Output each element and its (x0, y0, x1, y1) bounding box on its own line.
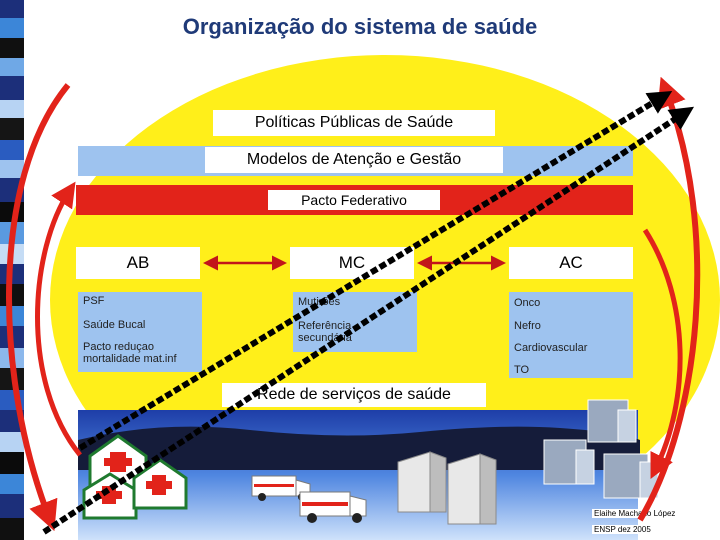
decor-square (0, 432, 24, 452)
decor-square (0, 76, 24, 100)
decor-square (0, 0, 24, 18)
page-title: Organização do sistema de saúde (182, 14, 538, 39)
modelos-label: Modelos de Atenção e Gestão (205, 147, 503, 173)
health-unit-icon (132, 458, 188, 510)
right-curved-arrow-outer (637, 76, 701, 522)
skyline-silhouette (78, 426, 640, 470)
ac-item: Onco (514, 297, 541, 309)
decor-square (0, 140, 24, 160)
level-mc: MC (290, 247, 414, 279)
decor-square (0, 38, 24, 58)
ab-item: PSF (83, 295, 105, 307)
diagonal-dotted-arrow-short (78, 91, 673, 451)
decor-square (0, 118, 24, 140)
level-ac: AC (509, 247, 633, 279)
ac-item: TO (514, 364, 530, 376)
ac-item: Nefro (514, 320, 541, 332)
specialty-center-icon (447, 453, 497, 525)
ab-column: PSF Saúde Bucal Pacto reduçao mortalidad… (78, 292, 202, 372)
decor-square (0, 100, 24, 118)
hospital-icon (543, 439, 595, 485)
decor-square (0, 494, 24, 518)
ac-item: Cardiovascular (514, 342, 588, 354)
decor-square (0, 518, 24, 540)
hospital-icon (603, 453, 659, 499)
diagonal-dotted-arrow-long (42, 106, 695, 535)
ac-column: Onco Nefro Cardiovascular TO (509, 292, 633, 378)
decor-square (0, 160, 24, 178)
ab-item: Saúde Bucal (83, 319, 146, 331)
credit-author: Elaihe Machado López (592, 509, 678, 518)
level-ab: AB (76, 247, 200, 279)
left-curved-arrow-inner (35, 181, 82, 457)
left-curved-arrow-outer (6, 83, 71, 532)
ambulance-icon (299, 491, 367, 523)
specialty-center-icon (397, 451, 447, 513)
pacto-label: Pacto Federativo (268, 190, 440, 210)
right-curved-arrow-inner (642, 228, 683, 479)
decor-square (0, 58, 24, 76)
rede-label: Rede de serviços de saúde (222, 383, 486, 407)
decor-square (0, 474, 24, 494)
decor-square (0, 452, 24, 474)
ab-item: Pacto reduçao mortalidade mat.inf (83, 341, 177, 365)
politicas-label: Políticas Públicas de Saúde (213, 110, 495, 136)
credit-source: ENSP dez 2005 (592, 525, 653, 534)
decor-square (0, 18, 24, 38)
hospital-icon (587, 399, 637, 443)
